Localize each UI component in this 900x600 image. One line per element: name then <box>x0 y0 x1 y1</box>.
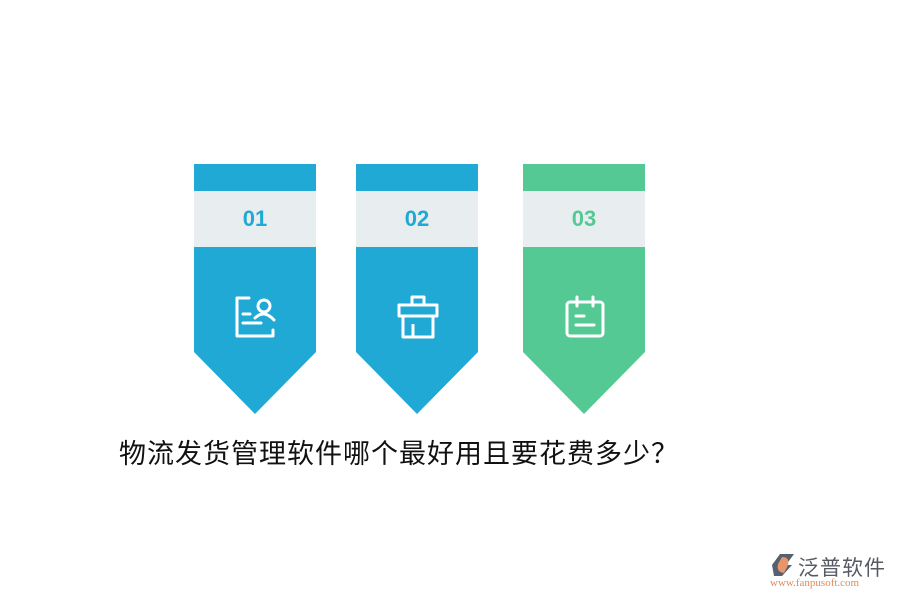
step-banner-01: 01 <box>194 164 316 414</box>
step-number: 02 <box>356 191 478 247</box>
fanpu-logo-icon <box>772 554 794 576</box>
step-number: 03 <box>523 191 645 247</box>
gift-box-icon <box>397 295 439 339</box>
page-title: 物流发货管理软件哪个最好用且要花费多少？ <box>119 439 679 470</box>
step-banner-02: 02 <box>356 164 478 414</box>
brand-logo[interactable]: 泛普软件 www.fanpusoft.com <box>768 552 898 592</box>
step-banner-03: 03 <box>523 164 645 414</box>
calendar-icon <box>565 295 605 338</box>
contact-card-icon <box>235 296 276 338</box>
step-number: 01 <box>194 191 316 247</box>
brand-name: 泛普软件 <box>798 556 886 580</box>
brand-url[interactable]: www.fanpusoft.com <box>770 577 860 589</box>
